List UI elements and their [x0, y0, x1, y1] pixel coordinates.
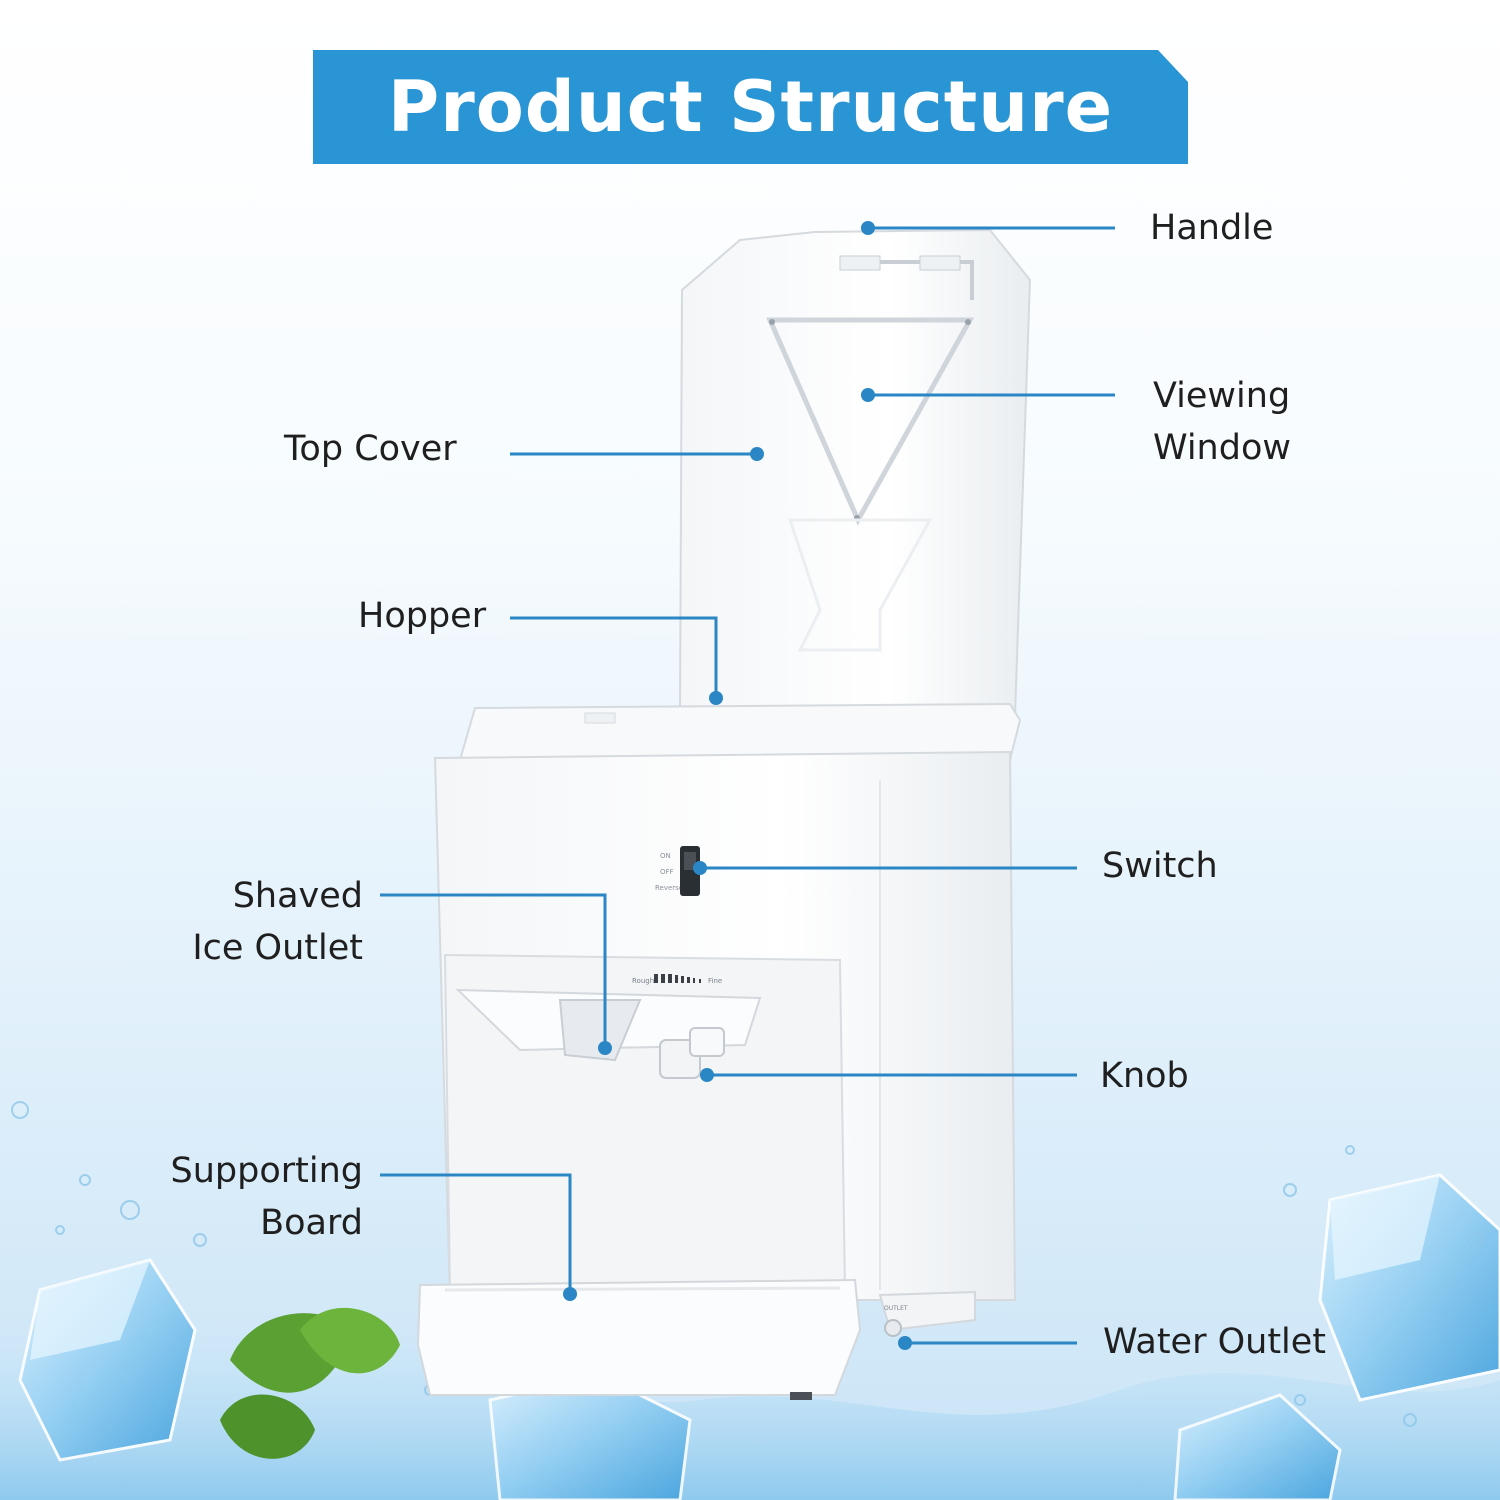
label-handle: Handle: [1150, 208, 1274, 248]
shaver-machine: ON OFF Reverse Rough Fine OUTLET: [416, 228, 1032, 1400]
label-shaved-ice-outlet-line1: Shaved: [232, 876, 363, 916]
water-outlet-tag: OUTLET: [884, 1305, 908, 1312]
leader-shaved-ice-outlet: [380, 893, 607, 1048]
title-banner: Product Structure: [313, 50, 1188, 164]
mint-leaves: [220, 1307, 400, 1459]
hopper-shape: [458, 702, 1022, 761]
leader-hopper: [510, 616, 718, 698]
label-water-outlet: Water Outlet: [1103, 1322, 1327, 1362]
label-knob: Knob: [1100, 1056, 1189, 1096]
ice-cube-left: [18, 1258, 197, 1462]
banner-shape: [313, 50, 1188, 164]
shaved-ice-outlet-shape: [558, 999, 642, 1062]
ice-cube-bottom-right: [1173, 1393, 1342, 1500]
leader-lines: [380, 226, 1115, 1345]
leader-supporting-board: [380, 1173, 572, 1294]
label-switch: Switch: [1102, 846, 1218, 886]
label-top-cover: Top Cover: [284, 429, 457, 469]
supporting-board-shape: [416, 1278, 862, 1396]
water-outlet-shape: [884, 1319, 902, 1337]
switch-on-mark: ON: [660, 852, 671, 860]
label-supporting-board: Supporting Board: [120, 1145, 363, 1249]
switch-off-mark: OFF: [660, 868, 674, 876]
label-supporting-board-line1: Supporting: [170, 1151, 363, 1191]
switch-reverse-mark: Reverse: [655, 884, 683, 892]
knob-shape: [659, 1027, 725, 1079]
viewing-window-shape: [766, 317, 975, 526]
leader-dots: [563, 221, 912, 1350]
label-hopper: Hopper: [358, 596, 487, 636]
coarseness-rough: Rough: [632, 977, 654, 985]
label-viewing-window-line1: Viewing: [1153, 376, 1291, 416]
top-cover-shape: [678, 228, 1032, 717]
label-viewing-window-line2: Window: [1153, 428, 1292, 468]
label-shaved-ice-outlet: Shaved Ice Outlet: [150, 870, 363, 974]
ice-cube-right: [1318, 1173, 1500, 1402]
coarseness-fine: Fine: [708, 977, 722, 985]
page-title: Product Structure: [387, 66, 1114, 148]
label-viewing-window: Viewing Window: [1153, 370, 1291, 474]
label-shaved-ice-outlet-line2: Ice Outlet: [192, 928, 363, 968]
label-supporting-board-line2: Board: [260, 1203, 363, 1243]
